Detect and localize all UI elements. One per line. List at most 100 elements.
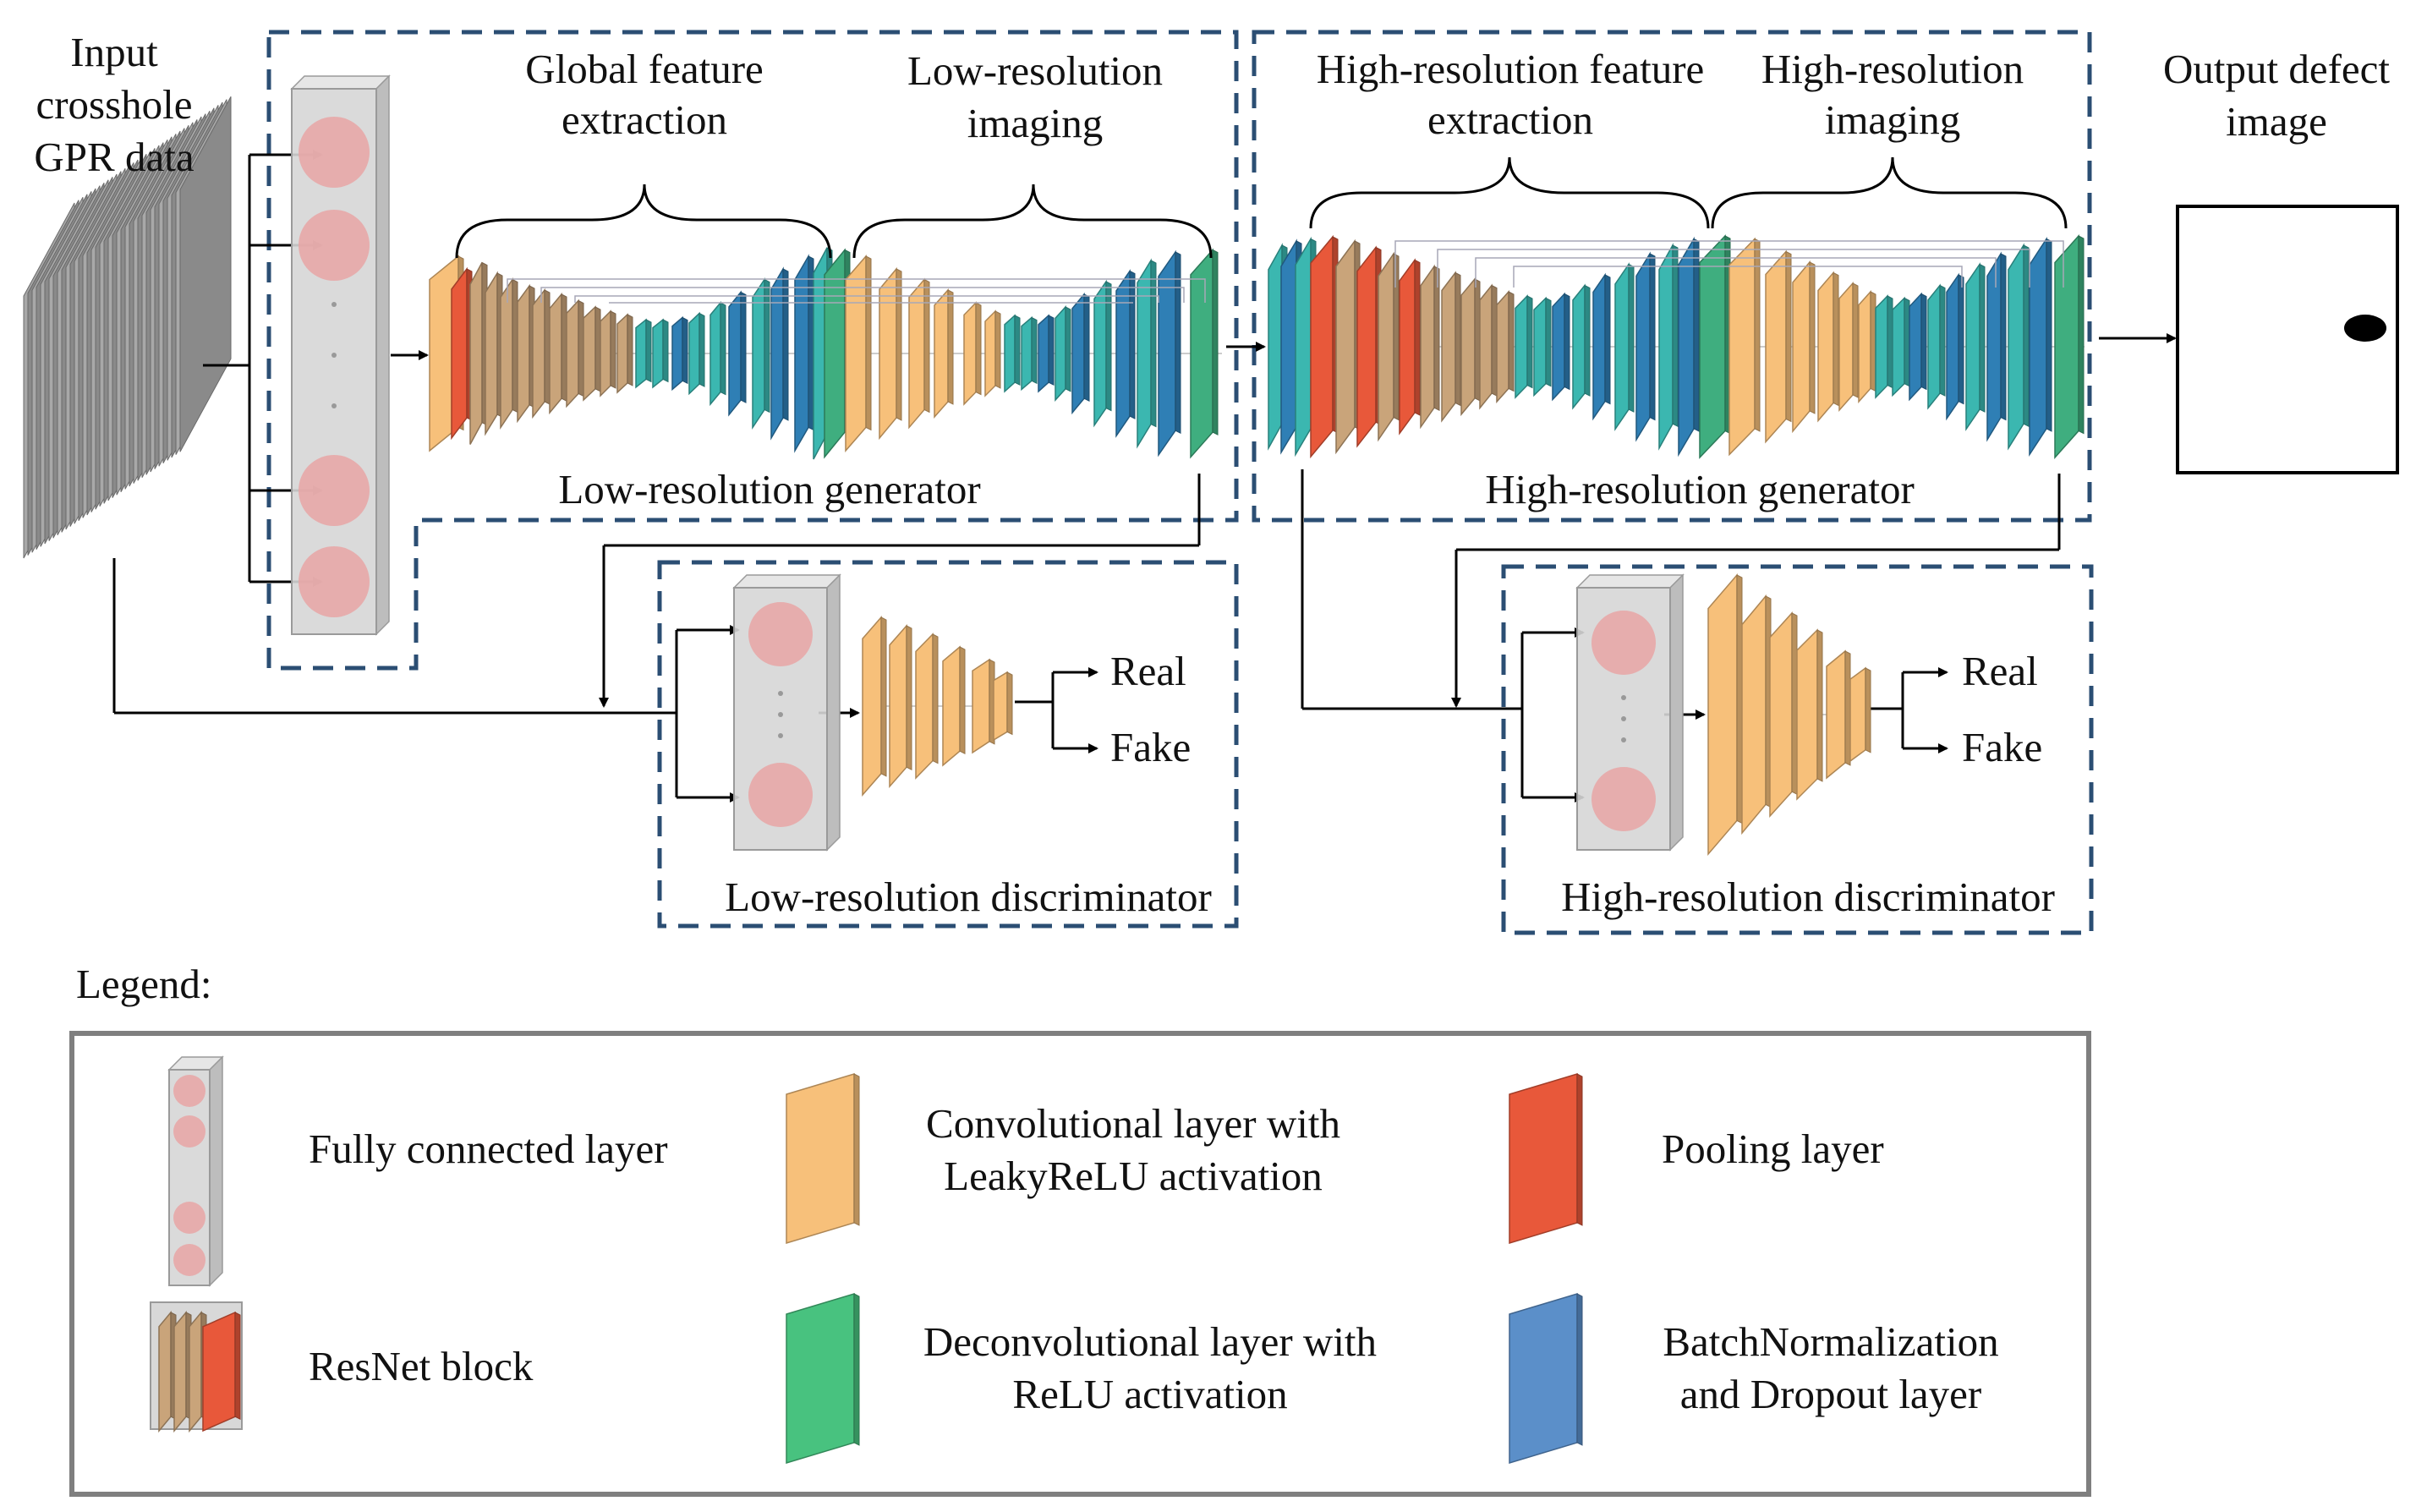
- legend-resnet-slab-3-face: [189, 1310, 202, 1433]
- low-gen-layer-4-face: [485, 271, 498, 436]
- low-gen-layer-10-face: [583, 305, 596, 402]
- fc-low-disc-side: [826, 573, 841, 852]
- high-gen-layer-17-face: [1572, 283, 1586, 410]
- high-res-feature-line-2: extraction: [1427, 96, 1593, 143]
- high-res-imaging-line-2: imaging: [1825, 96, 1961, 143]
- low-gen-layer-30: [1004, 314, 1021, 393]
- low-res-discriminator-layers: [862, 616, 1013, 797]
- high-gen-layer-29: [1858, 290, 1876, 403]
- fc-dot: [778, 691, 783, 696]
- low-gen-layer-27-face: [934, 288, 949, 419]
- output-label-line-2: image: [2226, 98, 2327, 145]
- high-gen-layer-27: [1817, 271, 1839, 423]
- low-gen-layer-34-face: [1071, 292, 1085, 415]
- high-gen-layer-27-face: [1817, 271, 1834, 423]
- legend-pool-icon: [1509, 1072, 1583, 1245]
- high-gen-layer-32-edge: [1920, 293, 1927, 391]
- high-gen-layer-6-face: [1356, 245, 1377, 448]
- high-gen-layer-14-face: [1515, 294, 1528, 399]
- low-gen-layer-8-edge: [561, 293, 567, 403]
- low-gen-layer-28-edge: [975, 302, 982, 396]
- high-gen-layer-2-face: [1280, 238, 1297, 455]
- high-gen-layer-19-face: [1614, 262, 1630, 431]
- fc-dot: [331, 302, 337, 307]
- low-disc-layer-3: [915, 633, 939, 780]
- high-res-generator-layers: [1268, 234, 2085, 459]
- high-gen-layer-13: [1496, 290, 1515, 403]
- low-gen-layer-6-face: [517, 283, 530, 424]
- low-gen-layer-16-edge: [699, 312, 705, 387]
- high-gen-layer-10-edge: [1455, 271, 1461, 407]
- low-gen-layer-9: [566, 299, 584, 408]
- high-gen-layer-28-edge: [1852, 282, 1859, 398]
- high-gen-layer-29-edge: [1870, 291, 1876, 392]
- high-gen-layer-22: [1678, 236, 1700, 457]
- high-gen-layer-39-face: [2054, 234, 2079, 459]
- high-gen-layer-18-face: [1592, 272, 1606, 421]
- high-gen-layer-4: [1310, 234, 1339, 459]
- legend-resnet-slab-2: [173, 1310, 192, 1433]
- low-disc-layer-4: [942, 645, 966, 767]
- high-gen-layer-22-face: [1678, 236, 1695, 457]
- low-gen-layer-25-face: [879, 266, 897, 441]
- high-res-discriminator-layers: [1707, 572, 1871, 857]
- input-label: Input crosshole GPR data: [34, 29, 194, 180]
- high-res-feature-line-1: High-resolution feature: [1317, 46, 1705, 92]
- low-res-real-label: Real: [1110, 648, 1186, 694]
- low-gen-layer-12-face: [616, 313, 628, 394]
- high-gen-layer-38-face: [2029, 236, 2047, 457]
- high-gen-skip-2: [1437, 249, 2030, 288]
- high-gen-layer-8-edge: [1414, 259, 1421, 416]
- legend-box: [69, 1031, 2091, 1497]
- low-gen-layer-9-edge: [578, 299, 584, 397]
- low-gen-layer-7-edge: [544, 289, 551, 405]
- brace-high-res-imaging: [1711, 156, 2068, 229]
- fc-high-disc-side: [1669, 573, 1684, 852]
- legend-deconv-icon-edge: [853, 1293, 860, 1446]
- low-gen-layer-6: [517, 283, 535, 424]
- low-gen-layer-13-face: [635, 318, 647, 389]
- fc-input-node-1: [299, 117, 370, 188]
- high-gen-layer-33: [1927, 283, 1946, 410]
- fully-connected-layers: [290, 74, 1685, 852]
- legend-bn-icon-face: [1509, 1292, 1578, 1465]
- low-gen-layer-32: [1038, 314, 1055, 393]
- high-gen-layer-22-edge: [1693, 238, 1700, 432]
- low-gen-layer-24-face: [845, 254, 867, 453]
- high-gen-layer-12-face: [1479, 283, 1493, 410]
- high-gen-layer-13-edge: [1508, 291, 1515, 392]
- legend-title: Legend:: [76, 961, 212, 1007]
- high-gen-layer-35-face: [1965, 262, 1980, 431]
- high-gen-layer-34-edge: [1958, 274, 1964, 405]
- legend-deconv-icon-face: [786, 1292, 855, 1465]
- low-disc-layer-1-edge: [880, 616, 887, 777]
- high-disc-layer-5-face: [1826, 649, 1846, 780]
- high-gen-layer-37-edge: [2023, 244, 2030, 428]
- low-gen-layer-19-face: [752, 277, 765, 430]
- high-gen-layer-8: [1399, 258, 1421, 436]
- low-disc-layer-2-face: [889, 624, 907, 788]
- high-disc-layer-3-edge: [1791, 612, 1798, 796]
- high-gen-layer-21-face: [1658, 243, 1674, 451]
- low-gen-layer-5-face: [500, 277, 513, 430]
- fc-input-front: [291, 88, 377, 635]
- high-gen-layer-8-face: [1399, 258, 1416, 436]
- high-disc-layer-5: [1826, 649, 1851, 780]
- legend-conv-label-2: LeakyReLU activation: [944, 1153, 1323, 1199]
- low-res-generator-region: [266, 30, 1239, 671]
- defect-blob: [2344, 315, 2386, 342]
- low-gen-layer-10-edge: [594, 306, 601, 392]
- high-gen-layer-9: [1420, 264, 1440, 430]
- low-gen-skip-3: [574, 295, 1159, 303]
- low-gen-layer-7-face: [532, 288, 545, 419]
- low-gen-layer-11-edge: [610, 310, 616, 389]
- low-res-imaging-line-2: imaging: [967, 100, 1104, 146]
- high-gen-layer-9-face: [1420, 264, 1435, 430]
- input-label-line-1: Input: [70, 29, 158, 75]
- high-disc-layer-1: [1707, 572, 1743, 857]
- low-gen-skip-2: [540, 287, 1185, 303]
- low-gen-layer-34: [1071, 292, 1090, 415]
- low-disc-layer-5: [972, 658, 995, 754]
- legend-deconv-label-2: ReLU activation: [1012, 1371, 1287, 1417]
